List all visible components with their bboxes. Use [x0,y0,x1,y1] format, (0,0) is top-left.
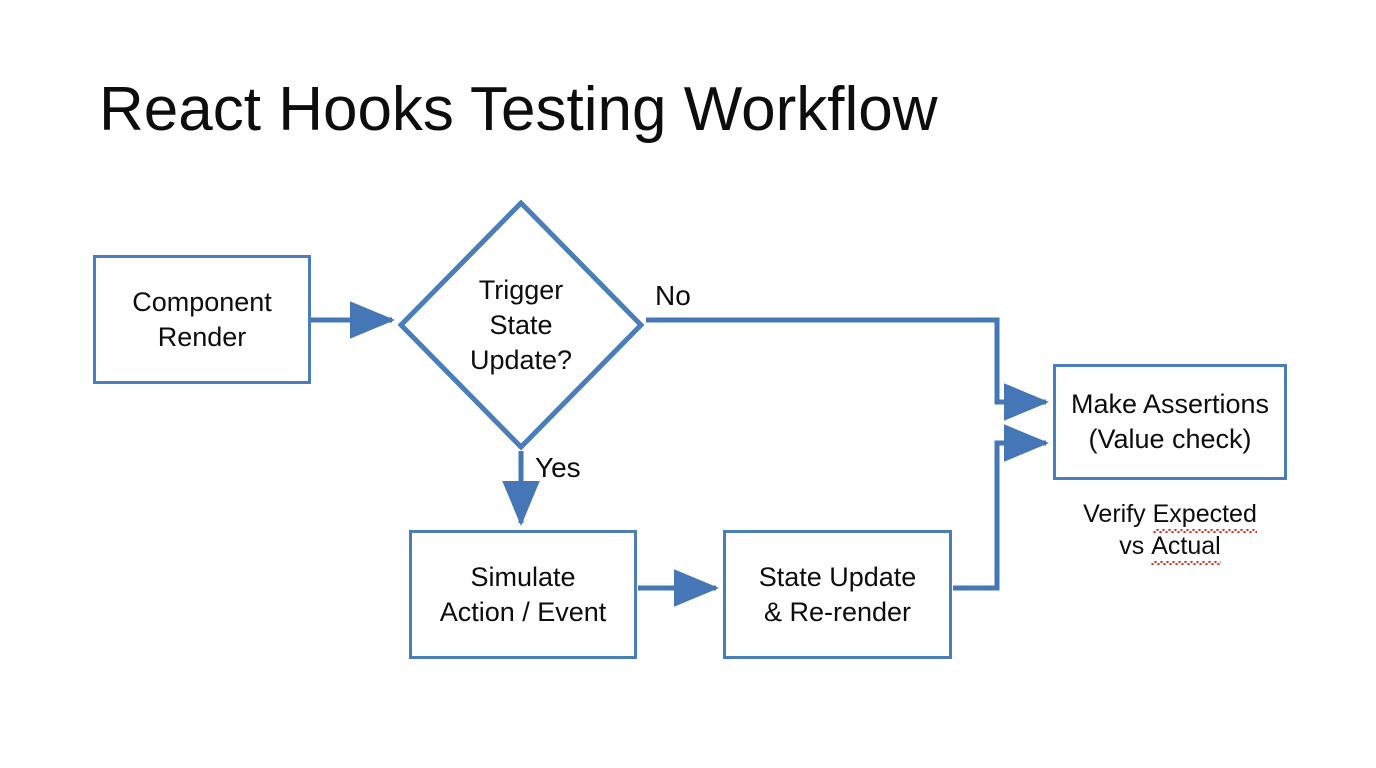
edge-label-no: No [655,280,691,311]
caption-line-2-prefix: vs [1119,532,1152,560]
diamond-shape [398,200,644,450]
node-make-assertions-label: Make Assertions (Value check) [1070,389,1270,454]
node-state-update[interactable]: State Update & Re-render [723,530,952,659]
node-make-assertions[interactable]: Make Assertions (Value check) [1053,364,1287,480]
page-title: React Hooks Testing Workflow [99,75,938,144]
caption-verify-expected-vs-actual: Verify Expected vs Actual [1053,498,1287,565]
node-trigger-state-update-label: Trigger State Update? [469,274,573,375]
caption-line-1: Verify Expected [1053,498,1287,533]
caption-line-1-prefix: Verify [1083,500,1153,528]
caption-line-1-misspelled: Expected [1152,500,1258,533]
edge-state-to-assertions [953,424,1050,591]
node-component-render[interactable]: Component Render [93,255,311,384]
caption-line-2: vs Actual [1053,530,1287,565]
node-trigger-state-update[interactable]: Trigger State Update? [398,200,644,450]
node-simulate-action[interactable]: Simulate Action / Event [409,530,637,659]
node-simulate-action-label: Simulate Action / Event [439,561,607,627]
node-state-update-label: State Update & Re-render [758,561,917,627]
edge-decision-no [646,317,1050,421]
edge-label-yes: Yes [535,452,581,483]
node-component-render-label: Component Render [132,286,272,352]
caption-line-2-misspelled: Actual [1151,532,1222,565]
